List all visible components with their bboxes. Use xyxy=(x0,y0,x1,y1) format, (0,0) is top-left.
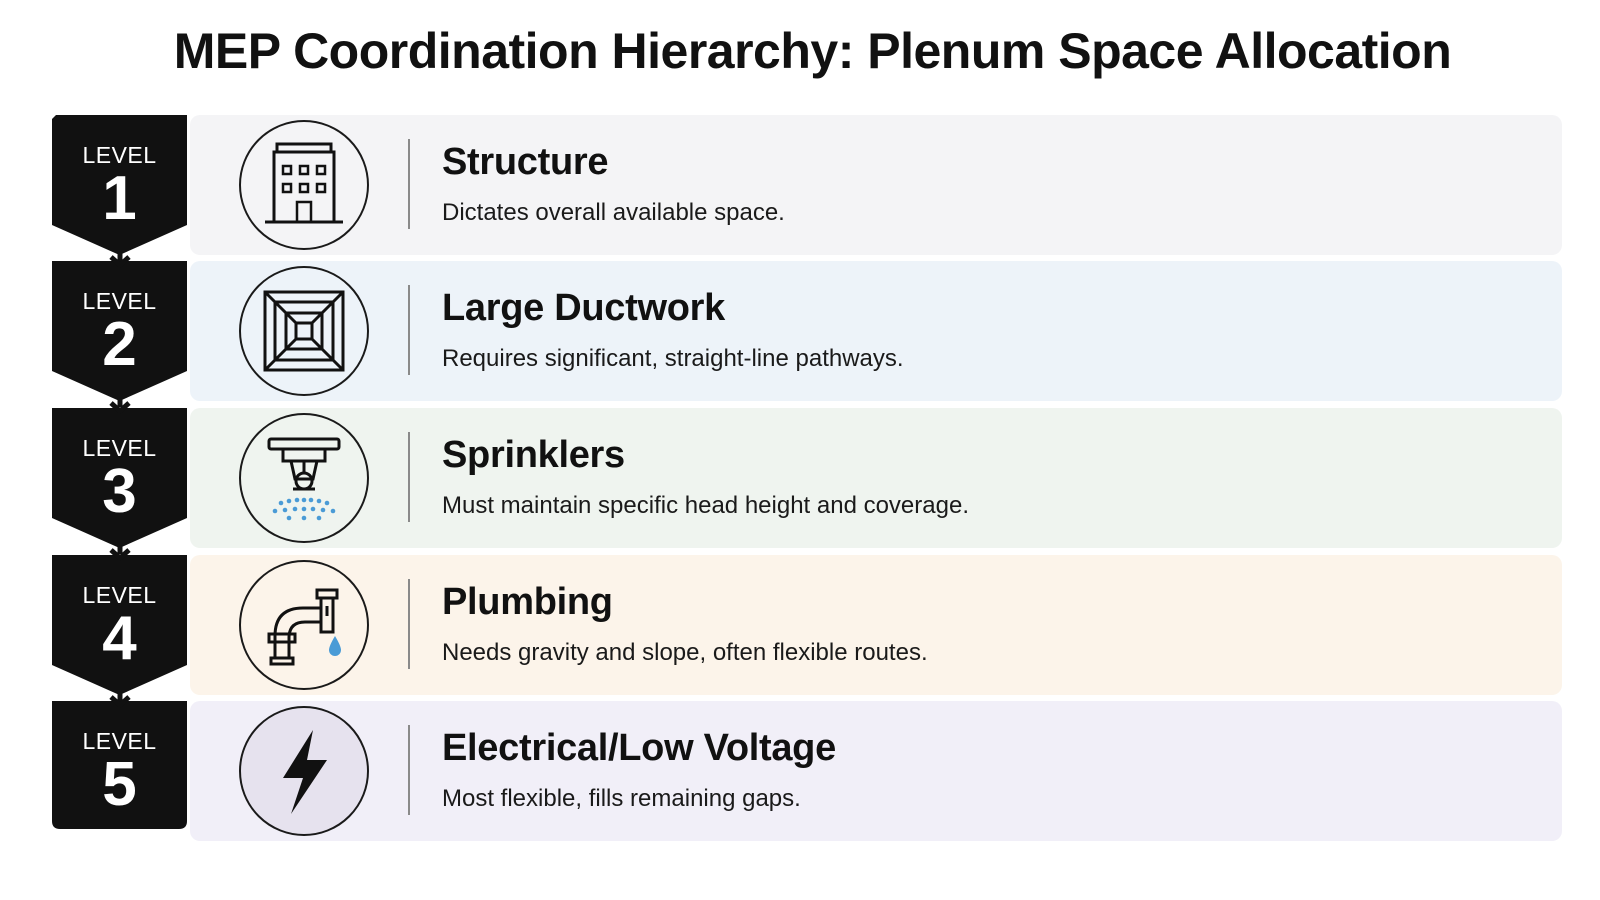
level-label: LEVEL xyxy=(82,582,157,608)
level-badge: LEVEL 1 xyxy=(48,115,191,255)
level-number: 4 xyxy=(102,604,137,673)
sprinkler-icon xyxy=(267,437,341,521)
hierarchy-row-plumbing: LEVEL 4 Plumbing Needs gravity and slope… xyxy=(48,555,1562,709)
divider xyxy=(408,725,410,815)
level-badge: LEVEL 2 xyxy=(48,261,191,401)
row-description: Needs gravity and slope, often flexible … xyxy=(442,639,928,666)
row-panel xyxy=(190,115,1562,255)
chevron-down-icon xyxy=(109,249,131,269)
row-panel xyxy=(190,701,1562,841)
row-title: Electrical/Low Voltage xyxy=(442,727,836,769)
hierarchy-row-large-ductwork: LEVEL 2 Large Ductwork Requires signific… xyxy=(48,261,1562,415)
level-number: 2 xyxy=(102,310,137,379)
chevron-down-icon xyxy=(109,395,131,415)
level-label: LEVEL xyxy=(82,728,157,754)
hierarchy-row-structure: LEVEL 1 Structure Dictates overall avail… xyxy=(48,115,1562,269)
divider xyxy=(408,579,410,669)
row-panel xyxy=(190,408,1562,548)
level-badge: LEVEL 5 xyxy=(48,701,191,841)
building-icon xyxy=(265,142,343,224)
row-title: Sprinklers xyxy=(442,434,625,476)
row-description: Most flexible, fills remaining gaps. xyxy=(442,785,801,812)
lightning-bolt-icon xyxy=(283,730,327,814)
icon-circle xyxy=(239,560,369,690)
row-panel xyxy=(190,261,1562,401)
icon-circle xyxy=(239,120,369,250)
chevron-down-icon xyxy=(109,689,131,709)
pipe-faucet-icon xyxy=(267,588,341,666)
chevron-down-icon xyxy=(109,542,131,562)
duct-diffuser-icon xyxy=(263,290,345,372)
hierarchy-row-sprinklers: LEVEL 3 xyxy=(48,408,1562,562)
divider xyxy=(408,432,410,522)
row-description: Requires significant, straight-line path… xyxy=(442,345,904,372)
row-description: Must maintain specific head height and c… xyxy=(442,492,969,519)
level-label: LEVEL xyxy=(82,435,157,461)
level-number: 5 xyxy=(102,750,137,819)
page-title: MEP Coordination Hierarchy: Plenum Space… xyxy=(173,23,1452,79)
icon-circle xyxy=(239,706,369,836)
row-title: Structure xyxy=(442,141,609,183)
hierarchy-row-electrical: LEVEL 5 Electrical/Low Voltage Most flex… xyxy=(48,701,1562,841)
row-title: Plumbing xyxy=(442,581,613,623)
icon-circle xyxy=(239,266,369,396)
level-number: 3 xyxy=(102,457,137,526)
icon-circle xyxy=(239,413,369,543)
level-number: 1 xyxy=(102,164,137,233)
level-label: LEVEL xyxy=(82,142,157,168)
row-title: Large Ductwork xyxy=(442,287,725,329)
row-description: Dictates overall available space. xyxy=(442,199,785,226)
row-panel xyxy=(190,555,1562,695)
level-badge: LEVEL 3 xyxy=(48,408,191,548)
level-label: LEVEL xyxy=(82,288,157,314)
divider xyxy=(408,139,410,229)
divider xyxy=(408,285,410,375)
level-badge: LEVEL 4 xyxy=(48,555,191,695)
